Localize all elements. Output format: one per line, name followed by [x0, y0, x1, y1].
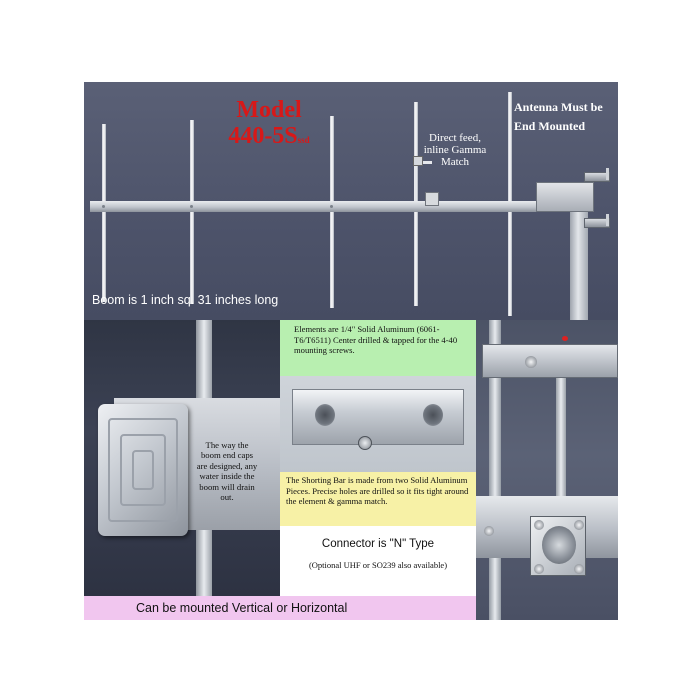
clamp-bolt [606, 168, 609, 180]
mounting-caption: Can be mounted Vertical or Horizontal [84, 596, 476, 620]
model-title: Model 440-5Sssd [204, 97, 334, 153]
u-bolt-clamp-lower [584, 218, 610, 228]
bar-hole [423, 404, 443, 426]
cap-ridge [108, 418, 178, 522]
u-bolt-clamp-upper [584, 172, 610, 182]
flange-bolt [534, 520, 544, 530]
connector-note: Connector is "N" Type (Optional UHF or S… [280, 526, 476, 596]
clamp-screw [525, 356, 537, 368]
elements-note: Elements are 1/4" Solid Aluminum (6061-T… [280, 320, 476, 376]
flange-bolt [574, 564, 584, 574]
end-cap-note: The way the boom end caps are designed, … [196, 440, 258, 503]
flange-bolt [574, 520, 584, 530]
mast-pipe [570, 192, 588, 320]
connector-optional: (Optional UHF or SO239 also available) [308, 560, 448, 570]
shorting-bar-note: The Shorting Bar is made from two Solid … [280, 472, 476, 526]
flange-bolt [534, 564, 544, 574]
end-cap-photo: The way the boom end caps are designed, … [84, 320, 280, 596]
model-number: 440-5S [228, 123, 298, 149]
gamma-match-rod [414, 161, 432, 205]
clamp-bolt [606, 214, 609, 226]
feed-note: Direct feed, inline Gamma Match [423, 132, 487, 168]
mount-note: Antenna Must be End Mounted [514, 100, 603, 133]
connector-photo [476, 320, 618, 620]
shorting-bar [292, 389, 464, 445]
antenna-overview-photo: Model 440-5Sssd Direct feed, inline Gamm… [84, 82, 618, 320]
boom-screw [102, 205, 105, 208]
director-element-2 [190, 120, 194, 304]
n-connector [542, 526, 576, 564]
shorting-bar-photo [280, 376, 476, 472]
boom-end-cap [98, 404, 188, 536]
set-screw [358, 436, 372, 450]
director-element-1 [102, 124, 106, 302]
product-collage: Model 440-5Sssd Direct feed, inline Gamm… [84, 82, 618, 620]
antenna-boom [90, 201, 542, 212]
boom-screw [190, 205, 193, 208]
cap-ridge [132, 450, 154, 490]
boom-screw [484, 526, 494, 536]
cap-ridge [120, 434, 166, 506]
model-suffix: ssd [297, 135, 310, 145]
gamma-rod [556, 378, 566, 496]
info-panel: Elements are 1/4" Solid Aluminum (6061-T… [280, 320, 476, 620]
boom-screw [330, 205, 333, 208]
gamma-block [425, 192, 439, 206]
model-label: Model [236, 97, 302, 123]
gamma-shorting-clip [413, 156, 423, 166]
connector-title: Connector is "N" Type [321, 538, 435, 550]
gamma-clamp [482, 344, 618, 378]
red-marker [562, 336, 568, 341]
bar-hole [315, 404, 335, 426]
boom-note: Boom is 1 inch sq. 31 inches long [92, 293, 279, 307]
director-element-3 [330, 116, 334, 308]
mast-mount-plate [536, 182, 594, 212]
